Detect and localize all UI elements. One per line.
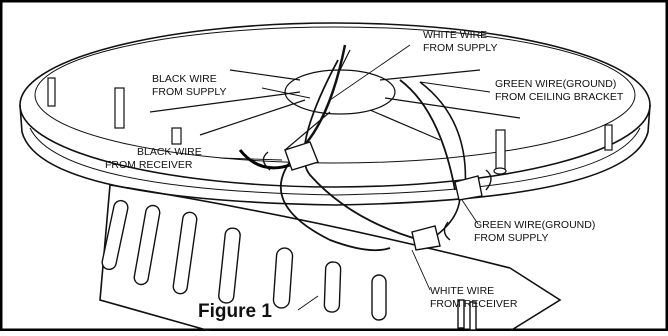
label-white-supply-line2: FROM SUPPLY [423, 42, 497, 54]
twist-arrows [262, 151, 492, 241]
label-black-receiver-line2: FROM RECEIVER [105, 159, 193, 171]
label-black-supply-line1: BLACK WIRE [152, 73, 217, 85]
cover-slots [101, 199, 477, 331]
callout-labels: WHITE WIRE FROM SUPPLY BLACK WIRE FROM S… [105, 29, 624, 322]
label-green-bracket-line2: FROM CEILING BRACKET [495, 91, 624, 103]
label-white-receiver-line1: WHITE WIRE [430, 285, 494, 297]
label-green-supply-line2: FROM SUPPLY [474, 232, 548, 244]
mounting-posts [47, 77, 613, 175]
figure-caption: Figure 1 [198, 301, 272, 322]
label-black-receiver-line1: BLACK WIRE [137, 146, 202, 158]
label-green-supply-line1: GREEN WIRE(GROUND) [474, 219, 595, 231]
label-white-receiver-line2: FROM RECEIVER [430, 298, 518, 310]
label-black-supply-line2: FROM SUPPLY [152, 86, 226, 98]
ceiling-bracket [149, 49, 521, 151]
label-green-bracket-line1: GREEN WIRE(GROUND) [495, 78, 616, 90]
ceiling-canopy [19, 22, 651, 206]
leader-lines [219, 44, 491, 311]
fixture-cover [99, 184, 562, 332]
label-white-supply-line1: WHITE WIRE [423, 29, 487, 41]
wire-nuts [284, 141, 483, 251]
